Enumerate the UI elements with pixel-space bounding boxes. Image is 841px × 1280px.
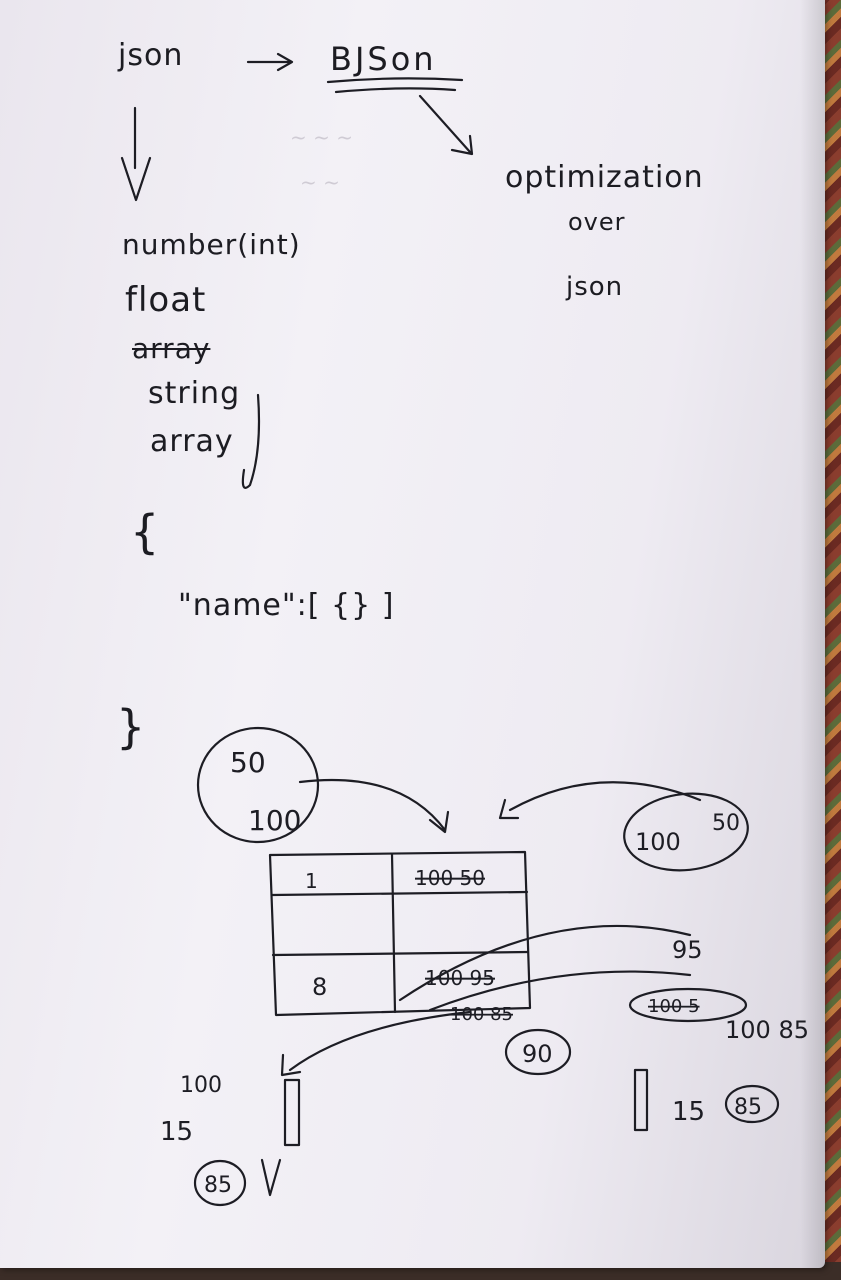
table-cell: 8	[312, 973, 327, 1001]
underline-mark	[326, 77, 464, 94]
table-row-divider	[270, 890, 529, 897]
table-cell: 1	[305, 869, 318, 893]
table-cell: 100 50	[415, 866, 485, 890]
notebook-page: ~ ~ ~ ~ ~ json BJSon optimization over j…	[0, 0, 825, 1268]
page-edge-shadow	[800, 0, 825, 1268]
left-bubble-value: 100	[248, 804, 301, 837]
connector-curve	[398, 924, 692, 1002]
circled-value	[628, 987, 748, 1023]
circled-value	[504, 1028, 572, 1076]
right-value: 100 5	[648, 996, 700, 1017]
table-cell: 100 85	[450, 1004, 513, 1025]
note-optimization: optimization	[505, 160, 704, 195]
note-over: over	[568, 208, 626, 236]
brace-open: {	[130, 505, 161, 559]
stack-box	[283, 1078, 301, 1147]
heading-json: json	[118, 38, 184, 73]
right-bubble-value: 100	[635, 828, 681, 856]
json-key-line: "name":[ {} ]	[178, 588, 395, 623]
right-value: 95	[672, 936, 703, 964]
table-column-divider	[390, 852, 397, 1014]
arrow-right-icon	[246, 52, 294, 72]
ink-drawing: 50 100 100 50 1 100 50 8 100 95 100 85 9…	[120, 52, 809, 1207]
type-number: number(int)	[122, 228, 301, 261]
circled-value-text: 90	[522, 1040, 553, 1068]
note-json: json	[566, 272, 624, 302]
bleed-through-mark: ~ ~	[300, 170, 340, 194]
descender-stroke	[241, 393, 261, 489]
right-value: 85	[734, 1095, 762, 1120]
circled-value	[724, 1084, 780, 1124]
connector-curve	[428, 970, 692, 1012]
arrow-down-icon	[120, 106, 152, 202]
bottom-left-value: 85	[204, 1173, 232, 1198]
type-array-struck: array	[132, 332, 211, 365]
stack-box	[633, 1068, 649, 1132]
table-outline	[268, 850, 532, 1017]
right-value: 100 85	[725, 1016, 809, 1044]
bottom-left-value: 15	[160, 1117, 193, 1147]
type-float: float	[125, 280, 207, 320]
type-string: string	[148, 376, 241, 411]
check-mark-icon	[260, 1158, 282, 1197]
right-bubble-value: 50	[712, 811, 740, 836]
right-value: 15	[672, 1097, 705, 1127]
type-array: array	[150, 424, 234, 459]
left-bubble	[196, 726, 320, 844]
heading-bjson: BJSon	[330, 40, 437, 78]
brace-close: }	[116, 700, 147, 754]
arrow-curve-icon	[498, 781, 702, 820]
arrow-curve-icon	[298, 778, 450, 834]
circled-value	[193, 1159, 247, 1207]
arrow-down-right-icon	[418, 94, 474, 156]
bleed-through-mark: ~ ~ ~	[290, 125, 353, 149]
arrow-curve-icon	[280, 1010, 472, 1077]
bottom-left-value: 100	[180, 1073, 222, 1098]
left-bubble-value: 50	[230, 746, 266, 779]
